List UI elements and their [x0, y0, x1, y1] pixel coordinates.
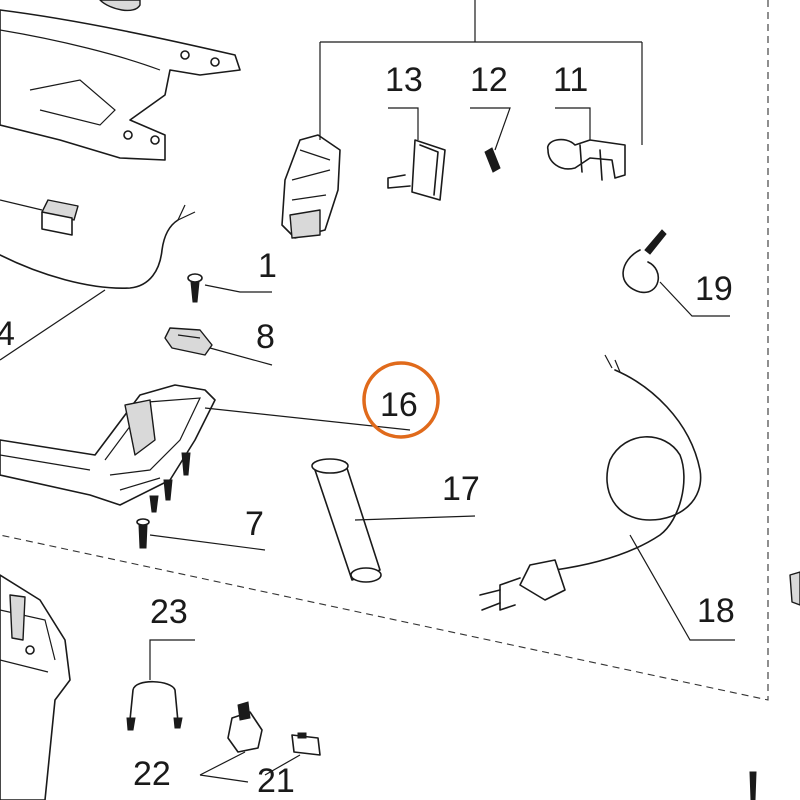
callout-23: 23: [150, 593, 188, 631]
switch-housing-part: [281, 134, 341, 239]
callout-16: 16: [380, 386, 418, 424]
handle-screws: [149, 452, 191, 513]
callout-12: 12: [470, 61, 508, 99]
callout-8: 8: [256, 318, 275, 356]
callout-21: 21: [257, 762, 295, 800]
sleeve-tube-part: [311, 458, 382, 583]
power-cord-part: [479, 354, 702, 611]
callout-7: 7: [245, 505, 264, 543]
terminal-clip-part: [547, 138, 626, 181]
wire-bridge-part: [126, 680, 183, 731]
edge-parts: [749, 571, 800, 800]
handle-housing-part: [0, 384, 216, 506]
micro-switch-part: [227, 701, 263, 753]
group-boundary: [0, 0, 769, 701]
callout-11: 11: [553, 61, 588, 99]
callout-22: 22: [133, 755, 171, 793]
terminal-part-21: [291, 732, 321, 756]
motor-housing-part: [0, 574, 71, 800]
callout-13: 13: [385, 61, 423, 99]
screw-part-1: [187, 273, 203, 303]
cable-clip-part: [164, 327, 213, 356]
base-plate-part: [0, 0, 241, 161]
screw-part-7: [136, 518, 150, 549]
callout-4: 4: [0, 315, 15, 353]
callout-1: 1: [258, 247, 277, 285]
callout-17: 17: [442, 470, 480, 508]
bracket-part: [387, 139, 446, 201]
callout-labels: 1 4 7 8 11 12 13 16 17 18 19 21 22 23: [0, 61, 735, 800]
callout-18: 18: [697, 592, 735, 630]
capacitor-part: [0, 199, 196, 361]
cable-tie-part: [622, 229, 667, 294]
spring-part: [484, 147, 501, 173]
highlight-circle: [362, 361, 440, 439]
callout-19: 19: [695, 270, 733, 308]
